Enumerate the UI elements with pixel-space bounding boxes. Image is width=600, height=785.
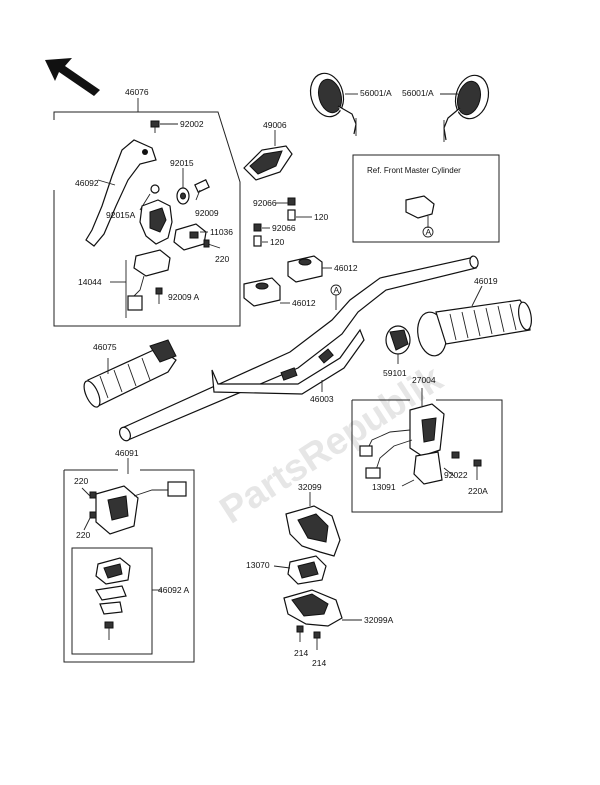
handlebar-holder-46012-lower (243, 277, 281, 307)
label-220-top: 220 (215, 254, 229, 264)
ref-box-circle-A: A (426, 227, 432, 237)
switch-housing-32099A (283, 589, 343, 627)
collar-92015A (150, 184, 160, 194)
switch-11036 (173, 223, 207, 251)
label-59101: 59101 (383, 368, 407, 378)
mirror-left (309, 72, 357, 136)
label-220-left-upper: 220 (74, 476, 88, 486)
clutch-lever-46092 (85, 139, 157, 247)
left-grip-46075 (83, 339, 177, 408)
label-46012-lower: 46012 (292, 298, 316, 308)
label-92022: 92022 (444, 470, 468, 480)
label-92066-bottom: 92066 (272, 223, 296, 233)
label-circle-A-handlebar: A (334, 285, 340, 295)
bolt-92066-top (287, 197, 296, 206)
bolt-120-top (287, 209, 296, 221)
ref-box-title: Ref. Front Master Cylinder (367, 166, 461, 175)
screw-214-left (296, 625, 304, 642)
label-220A: 220A (468, 486, 488, 496)
label-13091: 13091 (372, 482, 396, 492)
screw-92009A (155, 287, 163, 304)
cable-guide-59101 (385, 325, 411, 355)
direction-arrow-icon (45, 58, 100, 96)
lever-holder (139, 199, 173, 245)
screw-220A (473, 459, 482, 480)
label-214-right: 214 (312, 658, 326, 668)
switch-housing-32099 (285, 505, 341, 557)
switch-box-27004: 27004 (351, 375, 503, 513)
label-120-top: 120 (314, 212, 328, 222)
label-92009A: 92009 A (168, 292, 200, 302)
label-14044: 14044 (78, 277, 102, 287)
bolt-92009 (194, 179, 210, 201)
label-46092: 46092 (75, 178, 99, 188)
label-56001A-left: 56001/A (360, 88, 392, 98)
label-92002: 92002 (180, 119, 204, 129)
switch-box-46091: 46091 (63, 448, 195, 663)
switch-13070 (287, 555, 327, 585)
label-49006: 49006 (263, 120, 287, 130)
bolt-120-bottom (253, 235, 262, 247)
handlebar-46003 (119, 255, 479, 442)
label-13070: 13070 (246, 560, 270, 570)
label-46012-upper: 46012 (334, 263, 358, 273)
label-46019: 46019 (474, 276, 498, 286)
label-92009: 92009 (195, 208, 219, 218)
label-92066-top: 92066 (253, 198, 277, 208)
label-46092A: 46092 A (158, 585, 190, 595)
label-46091: 46091 (115, 448, 139, 458)
label-220-left-lower: 220 (76, 530, 90, 540)
sub-box-46092A (71, 547, 162, 655)
label-120-bottom: 120 (270, 237, 284, 247)
label-214-left: 214 (294, 648, 308, 658)
label-46076: 46076 (125, 87, 149, 97)
screw-214-right (313, 631, 321, 650)
collar-92015 (176, 187, 190, 205)
label-92015A: 92015A (106, 210, 136, 220)
label-11036: 11036 (210, 227, 233, 237)
lever-assembly-group: 46076 92002 46092 92015 92009 (53, 87, 241, 327)
throttle-grip-46019 (417, 299, 532, 357)
handlebar-holder-46012-upper (287, 255, 323, 283)
mirror-right (443, 74, 490, 142)
label-32099: 32099 (298, 482, 322, 492)
ref-box-master-cylinder: Ref. Front Master Cylinder A (352, 154, 500, 243)
label-27004: 27004 (412, 375, 436, 385)
label-56001A-right: 56001/A (402, 88, 434, 98)
label-46003: 46003 (310, 394, 334, 404)
screw-220-top (203, 239, 221, 249)
bolt-92066-bottom (253, 223, 262, 232)
label-46075: 46075 (93, 342, 117, 352)
label-32099A: 32099A (364, 615, 394, 625)
handlebar-pad-49006 (243, 145, 293, 181)
clamp-14044 (127, 249, 171, 311)
screw-92022 (451, 451, 460, 459)
bolt-92002 (150, 120, 160, 133)
label-92015: 92015 (170, 158, 194, 168)
